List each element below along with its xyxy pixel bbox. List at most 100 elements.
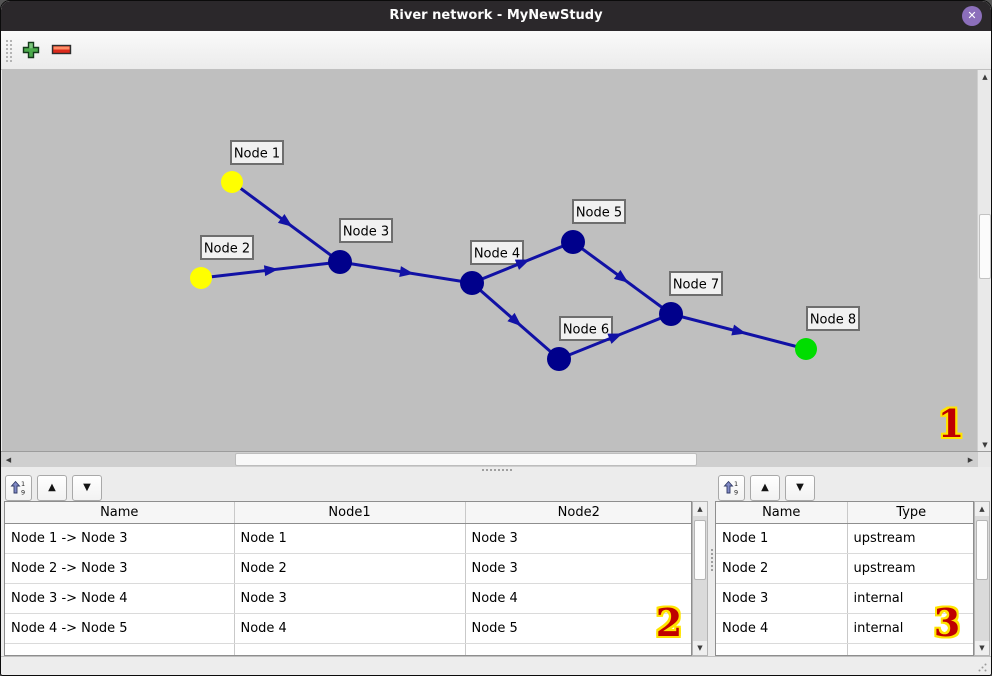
network-node[interactable] (460, 271, 484, 295)
node-label-text: Node 5 (576, 206, 622, 221)
table-cell: Node 2 (716, 553, 848, 584)
node-label-text: Node 7 (673, 278, 719, 293)
scrollbar-thumb[interactable] (235, 453, 697, 466)
table-cell (847, 643, 973, 655)
edge-arrow-icon (607, 333, 623, 344)
table-cell (234, 643, 466, 655)
scroll-down-icon: ▼ (979, 644, 985, 652)
table-cell (5, 643, 235, 655)
nodes-toolbar: 1 9 ▲ ▼ (718, 474, 815, 501)
table-cell (716, 643, 848, 655)
remove-node-button[interactable] (51, 39, 73, 61)
scroll-up-icon: ▲ (697, 505, 703, 513)
move-down-button[interactable]: ▼ (785, 474, 815, 501)
splitter-grip-icon (711, 549, 713, 571)
links-toolbar: 1 9 ▲ ▼ (5, 474, 102, 501)
scrollbar-thumb[interactable] (694, 520, 706, 580)
move-down-button[interactable]: ▼ (72, 474, 102, 501)
table-cell: Node 3 (234, 583, 466, 614)
node-label: Node 1 (230, 140, 284, 165)
svg-text:9: 9 (21, 489, 25, 497)
scrollbar-thumb[interactable] (979, 214, 991, 279)
network-node[interactable] (221, 171, 243, 193)
scroll-up-icon: ▲ (982, 72, 988, 81)
network-node[interactable] (795, 338, 817, 360)
minus-icon (51, 44, 72, 55)
table-cell: Node 2 (234, 553, 466, 584)
scroll-up-button[interactable]: ▲ (978, 70, 991, 83)
edge-arrow-icon (507, 312, 522, 327)
close-button[interactable]: ✕ (962, 6, 982, 26)
node-label-text: Node 8 (810, 313, 856, 328)
scroll-right-icon: ▶ (967, 455, 974, 464)
edge-arrow-icon (263, 265, 279, 277)
scroll-right-button[interactable]: ▶ (964, 452, 977, 467)
scroll-up-button[interactable]: ▲ (975, 502, 989, 516)
add-node-button[interactable] (20, 39, 42, 61)
table-cell: Node 3 (716, 583, 848, 614)
column-header-name[interactable]: Name (5, 502, 235, 524)
canvas-vertical-scrollbar[interactable]: ▲ ▼ (977, 70, 991, 451)
scroll-left-icon: ◀ (5, 455, 12, 464)
table-cell: Node 1 -> Node 3 (5, 523, 235, 554)
toolbar-drag-handle-icon[interactable] (6, 40, 12, 62)
horizontal-splitter[interactable] (1, 467, 991, 473)
plus-icon (22, 41, 40, 59)
column-header-type[interactable]: Type (847, 502, 973, 524)
column-header-node1[interactable]: Node1 (234, 502, 466, 524)
scrollbar-corner (978, 452, 991, 467)
table-row-empty[interactable] (716, 643, 973, 655)
move-up-button[interactable]: ▲ (750, 474, 780, 501)
network-node[interactable] (328, 250, 352, 274)
edge-arrow-icon (277, 214, 293, 227)
table-cell: Node 3 (465, 523, 691, 554)
scroll-up-button[interactable]: ▲ (693, 502, 707, 516)
scroll-down-button[interactable]: ▼ (978, 438, 991, 451)
node-label-text: Node 4 (474, 247, 520, 262)
table-cell: Node 2 -> Node 3 (5, 553, 235, 584)
sort-button[interactable]: 1 9 (718, 474, 745, 501)
network-node[interactable] (547, 347, 571, 371)
table-cell: Node 3 (465, 553, 691, 584)
scrollbar-thumb[interactable] (976, 520, 988, 580)
close-icon: ✕ (967, 9, 977, 22)
canvas-horizontal-scrollbar[interactable]: ◀ ▶ (1, 451, 991, 467)
down-triangle-icon: ▼ (796, 482, 804, 493)
column-header-name[interactable]: Name (716, 502, 848, 524)
network-node[interactable] (190, 267, 212, 289)
node-label: Node 4 (470, 240, 524, 265)
window-titlebar[interactable]: River network - MyNewStudy ✕ (1, 1, 991, 31)
scroll-left-button[interactable]: ◀ (2, 452, 15, 467)
scroll-down-button[interactable]: ▼ (975, 641, 989, 655)
column-header-node2[interactable]: Node2 (465, 502, 691, 524)
network-node[interactable] (659, 302, 683, 326)
status-bar (1, 656, 991, 675)
sort-ascending-icon: 1 9 (10, 480, 25, 497)
move-up-button[interactable]: ▲ (37, 474, 67, 501)
vertical-splitter[interactable] (709, 473, 714, 656)
nodes-table-scrollbar[interactable]: ▲ ▼ (974, 501, 990, 656)
resize-grip-icon[interactable] (975, 660, 988, 673)
splitter-grip-icon (482, 469, 512, 471)
scroll-down-button[interactable]: ▼ (693, 641, 707, 655)
table-row-empty[interactable] (5, 643, 691, 655)
table-cell: Node 5 (465, 613, 691, 644)
links-table-scrollbar[interactable]: ▲ ▼ (692, 501, 708, 656)
up-triangle-icon: ▲ (48, 482, 56, 493)
svg-text:1: 1 (21, 480, 25, 488)
sort-button[interactable]: 1 9 (5, 474, 32, 501)
network-node[interactable] (561, 230, 585, 254)
